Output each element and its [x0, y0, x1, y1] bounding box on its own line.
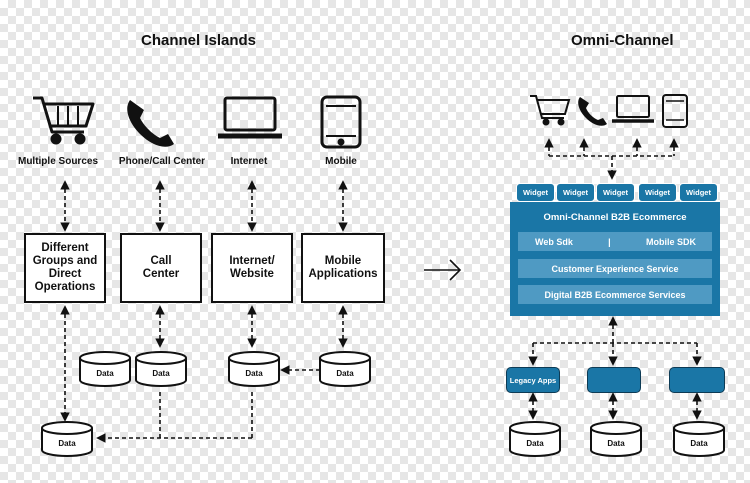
phone-icon-small [578, 97, 607, 126]
data-store-7 [590, 421, 642, 457]
data-label: Data [58, 439, 76, 448]
channel-box-label: Internet/ Website [229, 254, 275, 280]
channel-box-website: Internet/ Website [211, 233, 293, 303]
data-store-3 [228, 351, 280, 387]
data-store-6 [509, 421, 561, 457]
channel-box-call-center: Call Center [120, 233, 202, 303]
sdk-separator: | [608, 236, 611, 247]
mobile-sdk-label: Mobile SDK [645, 236, 696, 247]
web-sdk-label: Web Sdk [535, 236, 573, 247]
data-store-5 [41, 421, 93, 457]
sdk-bar: Web Sdk | Mobile SDK [518, 232, 712, 251]
data-label: Data [526, 439, 544, 448]
data-label: Data [690, 439, 708, 448]
omni-channel-title: Omni-Channel [571, 32, 674, 49]
right-top-connectors [544, 138, 679, 180]
source-label-mobile: Mobile [325, 156, 357, 167]
laptop-icon [218, 96, 282, 139]
channel-islands-title: Channel Islands [141, 32, 257, 49]
platform-title: Omni-Channel B2B Ecommerce [543, 212, 687, 223]
channel-box-label: Different Groups and Direct Operations [32, 241, 98, 294]
left-data-labels: Data Data Data Data Data [58, 369, 354, 448]
data-store-8 [673, 421, 725, 457]
channel-box-groups: Different Groups and Direct Operations [24, 233, 106, 303]
data-label: Data [245, 369, 263, 378]
data-label: Data [96, 369, 114, 378]
mobile-icon [320, 95, 362, 149]
data-label: Data [607, 439, 625, 448]
phone-icon [127, 100, 174, 147]
widget-3: Widget [596, 183, 635, 202]
left-top-connectors [60, 180, 348, 232]
customer-experience-service: Customer Experience Service [518, 259, 712, 278]
data-label: Data [152, 369, 170, 378]
widget-1: Widget [516, 183, 555, 202]
mobile-icon-small [662, 94, 688, 128]
shopping-cart-icon [33, 96, 95, 145]
laptop-icon-small [612, 95, 654, 123]
channel-box-label: Call Center [142, 254, 180, 280]
output-box-3 [669, 367, 725, 393]
source-label-internet: Internet [230, 156, 268, 167]
transition-arrow [424, 259, 462, 281]
data-store-4 [319, 351, 371, 387]
left-data-cylinders [41, 351, 371, 457]
source-label-multiple-sources: Multiple Sources [17, 156, 98, 167]
data-store-1 [79, 351, 131, 387]
widget-5: Widget [679, 183, 718, 202]
right-bottom-connectors [528, 316, 702, 420]
channel-box-mobile-apps: Mobile Applications [301, 233, 385, 303]
data-store-2 [135, 351, 187, 387]
right-data-cylinders [509, 421, 725, 457]
right-data-labels: Data Data Data [526, 439, 708, 448]
widget-4: Widget [638, 183, 677, 202]
output-box-2 [587, 367, 641, 393]
digital-b2b-ecommerce-services: Digital B2B Ecommerce Services [518, 285, 712, 304]
omni-channel-platform: Omni-Channel B2B Ecommerce Web Sdk | Mob… [510, 202, 720, 316]
left-bottom-connectors [60, 305, 348, 443]
shopping-cart-icon-small [530, 95, 571, 126]
data-label: Data [336, 369, 354, 378]
legacy-apps-box: Legacy Apps [506, 367, 560, 393]
widget-2: Widget [556, 183, 595, 202]
source-label-phone: Phone/Call Center [118, 156, 206, 167]
channel-box-label: Mobile Applications [308, 254, 378, 280]
